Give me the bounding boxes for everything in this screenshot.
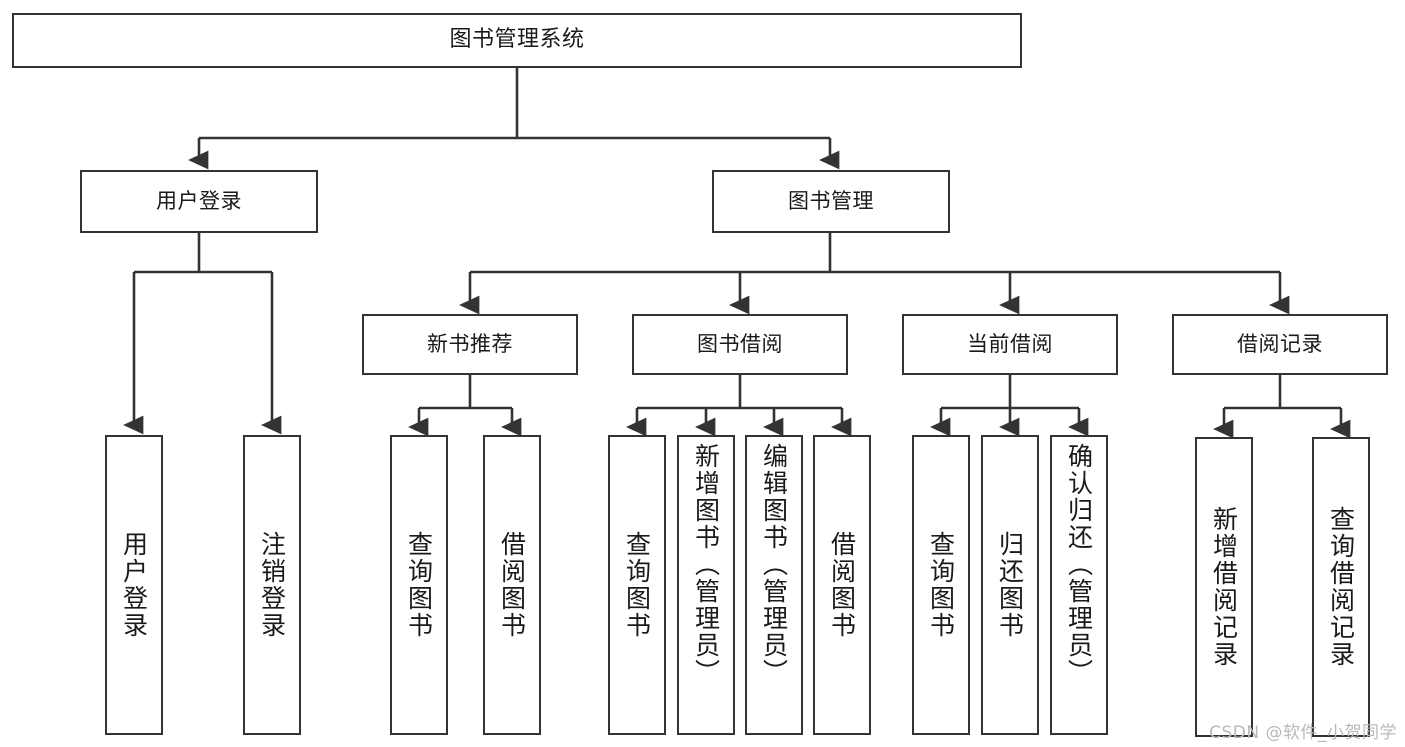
node-leaf-query-record-label: 查询借阅记录 <box>1326 506 1356 668</box>
node-leaf-borrow-book-2-label: 借阅图书 <box>827 531 857 639</box>
node-user-login-label: 用户登录 <box>156 188 242 213</box>
node-leaf-query-book-1[interactable]: 查询图书 <box>390 435 448 735</box>
node-leaf-query-book-1-label: 查询图书 <box>404 531 434 639</box>
node-book-borrow[interactable]: 图书借阅 <box>632 314 848 375</box>
node-leaf-logout-label: 注销登录 <box>257 531 287 639</box>
node-root-label: 图书管理系统 <box>449 27 585 53</box>
node-leaf-edit-book[interactable]: 编辑图书（管理员） <box>745 435 803 735</box>
node-leaf-add-record-label: 新增借阅记录 <box>1209 506 1239 668</box>
node-leaf-edit-book-label: 编辑图书（管理员） <box>759 443 789 686</box>
node-leaf-borrow-book-1-label: 借阅图书 <box>497 531 527 639</box>
node-book-manage-label: 图书管理 <box>788 188 874 213</box>
node-leaf-borrow-book-1[interactable]: 借阅图书 <box>483 435 541 735</box>
node-current-borrow-label: 当前借阅 <box>967 331 1053 356</box>
node-leaf-query-book-3-label: 查询图书 <box>926 531 956 639</box>
node-leaf-add-book-label: 新增图书（管理员） <box>691 443 721 686</box>
node-leaf-add-book[interactable]: 新增图书（管理员） <box>677 435 735 735</box>
node-leaf-user-login-label: 用户登录 <box>119 531 149 639</box>
node-new-book-rec[interactable]: 新书推荐 <box>362 314 578 375</box>
node-leaf-logout[interactable]: 注销登录 <box>243 435 301 735</box>
node-leaf-query-book-2[interactable]: 查询图书 <box>608 435 666 735</box>
node-leaf-user-login[interactable]: 用户登录 <box>105 435 163 735</box>
node-leaf-confirm-return-label: 确认归还（管理员） <box>1064 443 1094 686</box>
node-book-borrow-label: 图书借阅 <box>697 331 783 356</box>
node-leaf-query-book-3[interactable]: 查询图书 <box>912 435 970 735</box>
node-borrow-record-label: 借阅记录 <box>1237 331 1323 356</box>
node-borrow-record[interactable]: 借阅记录 <box>1172 314 1388 375</box>
node-root[interactable]: 图书管理系统 <box>12 13 1022 68</box>
node-book-manage[interactable]: 图书管理 <box>712 170 950 233</box>
node-current-borrow[interactable]: 当前借阅 <box>902 314 1118 375</box>
node-leaf-borrow-book-2[interactable]: 借阅图书 <box>813 435 871 735</box>
node-leaf-query-record[interactable]: 查询借阅记录 <box>1312 437 1370 737</box>
node-leaf-query-book-2-label: 查询图书 <box>622 531 652 639</box>
node-leaf-return-book-label: 归还图书 <box>995 531 1025 639</box>
node-leaf-return-book[interactable]: 归还图书 <box>981 435 1039 735</box>
node-leaf-confirm-return[interactable]: 确认归还（管理员） <box>1050 435 1108 735</box>
node-leaf-add-record[interactable]: 新增借阅记录 <box>1195 437 1253 737</box>
node-user-login[interactable]: 用户登录 <box>80 170 318 233</box>
node-new-book-rec-label: 新书推荐 <box>427 331 513 356</box>
